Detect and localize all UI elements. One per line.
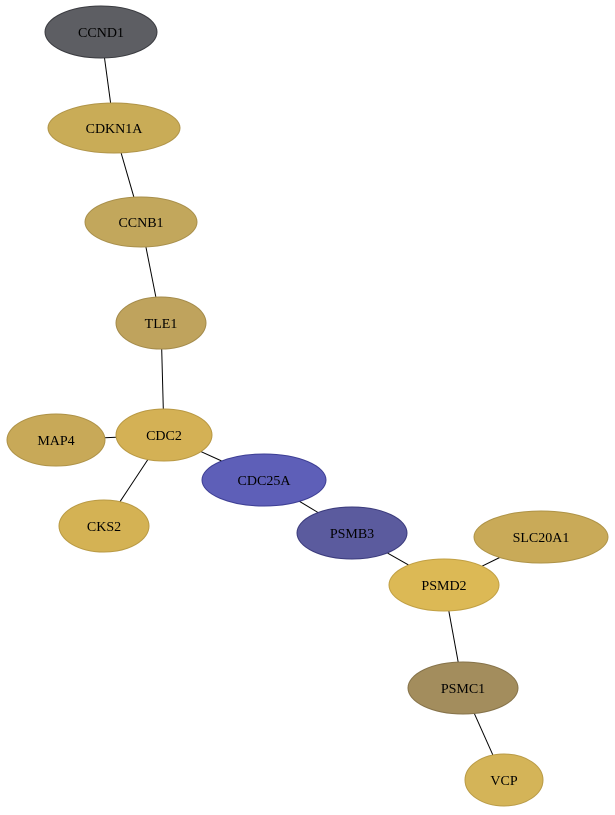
node-tle1[interactable]: TLE1	[115, 296, 207, 350]
node-ellipse	[58, 499, 150, 553]
node-slc20a1[interactable]: SLC20A1	[473, 510, 609, 564]
node-ellipse	[407, 661, 519, 715]
node-ellipse	[115, 296, 207, 350]
node-cdc2[interactable]: CDC2	[115, 408, 213, 462]
node-vcp[interactable]: VCP	[464, 753, 544, 807]
node-ccnb1[interactable]: CCNB1	[84, 196, 198, 248]
node-psmc1[interactable]: PSMC1	[407, 661, 519, 715]
node-ellipse	[6, 413, 106, 467]
edge-map4-cdc2	[104, 436, 117, 439]
edge-slc20a1-psmd2	[481, 557, 500, 567]
edge-ccnd1-cdkn1a	[104, 57, 112, 104]
node-ellipse	[473, 510, 609, 564]
node-ellipse	[84, 196, 198, 248]
edges-layer	[104, 57, 500, 756]
node-cdc25a[interactable]: CDC25A	[201, 453, 327, 507]
edge-cdc2-cks2	[119, 459, 149, 502]
node-psmd2[interactable]: PSMD2	[388, 558, 500, 612]
node-label: PSMB3	[330, 527, 374, 542]
node-ellipse	[47, 102, 181, 154]
node-label: PSMD2	[421, 579, 466, 594]
node-label: CDC2	[146, 429, 182, 444]
node-ellipse	[464, 753, 544, 807]
edge-tle1-cdc2	[161, 348, 164, 410]
node-label: SLC20A1	[513, 531, 570, 546]
node-ellipse	[388, 558, 500, 612]
edge-cdc25a-psmb3	[299, 500, 319, 513]
edge-psmc1-vcp	[473, 713, 494, 756]
node-map4[interactable]: MAP4	[6, 413, 106, 467]
node-ccnd1[interactable]: CCND1	[44, 5, 158, 59]
edge-ccnb1-tle1	[145, 246, 157, 298]
node-ellipse	[201, 453, 327, 507]
node-cdkn1a[interactable]: CDKN1A	[47, 102, 181, 154]
node-ellipse	[115, 408, 213, 462]
node-label: CDC25A	[238, 474, 292, 489]
node-label: CKS2	[87, 520, 121, 535]
node-ellipse	[296, 506, 408, 560]
edge-psmb3-psmd2	[387, 552, 409, 566]
node-psmb3[interactable]: PSMB3	[296, 506, 408, 560]
node-label: CDKN1A	[86, 122, 144, 137]
node-label: PSMC1	[441, 682, 485, 697]
node-cks2[interactable]: CKS2	[58, 499, 150, 553]
node-label: TLE1	[145, 317, 178, 332]
edge-cdkn1a-ccnb1	[120, 152, 135, 198]
node-label: CCND1	[78, 26, 124, 41]
edge-psmd2-psmc1	[448, 610, 459, 663]
node-label: MAP4	[37, 434, 74, 449]
node-label: VCP	[490, 774, 517, 789]
node-label: CCNB1	[118, 216, 163, 231]
edge-cdc2-cdc25a	[200, 451, 222, 462]
node-ellipse	[44, 5, 158, 59]
